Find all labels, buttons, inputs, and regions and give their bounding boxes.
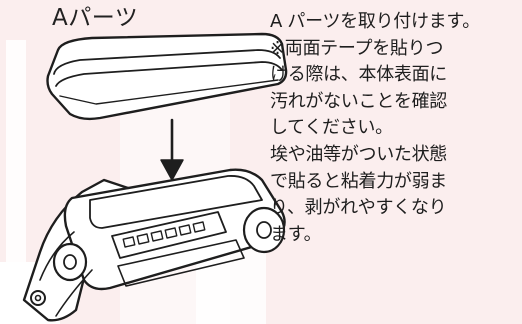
instruction-line: で貼ると粘着力が弱ま (270, 170, 447, 192)
background-band (6, 40, 26, 324)
instruction-text: A パーツを取り付けます。 ※両面テープを貼りつ ける際は、本体表面に 汚れがな… (270, 9, 520, 248)
instruction-line: ※両面テープを貼りつ (270, 37, 444, 59)
down-arrow-icon (160, 118, 184, 181)
instruction-line: A パーツを取り付けます。 (270, 11, 480, 32)
device-body-drawing (22, 168, 286, 322)
instruction-line: 汚れがないことを確認 (270, 90, 447, 112)
instruction-line: り、剥がれやすくなり (270, 197, 447, 219)
instruction-line: してください。 (270, 117, 393, 139)
instruction-line: ます。 (270, 223, 322, 245)
instruction-line: ける際は、本体表面に (270, 64, 447, 86)
assembly-illustration (22, 32, 288, 322)
part-a-label: Aパーツ (52, 5, 139, 31)
a-part-drawing (46, 32, 288, 121)
instruction-line: 埃や油等がついた状態 (270, 143, 447, 165)
